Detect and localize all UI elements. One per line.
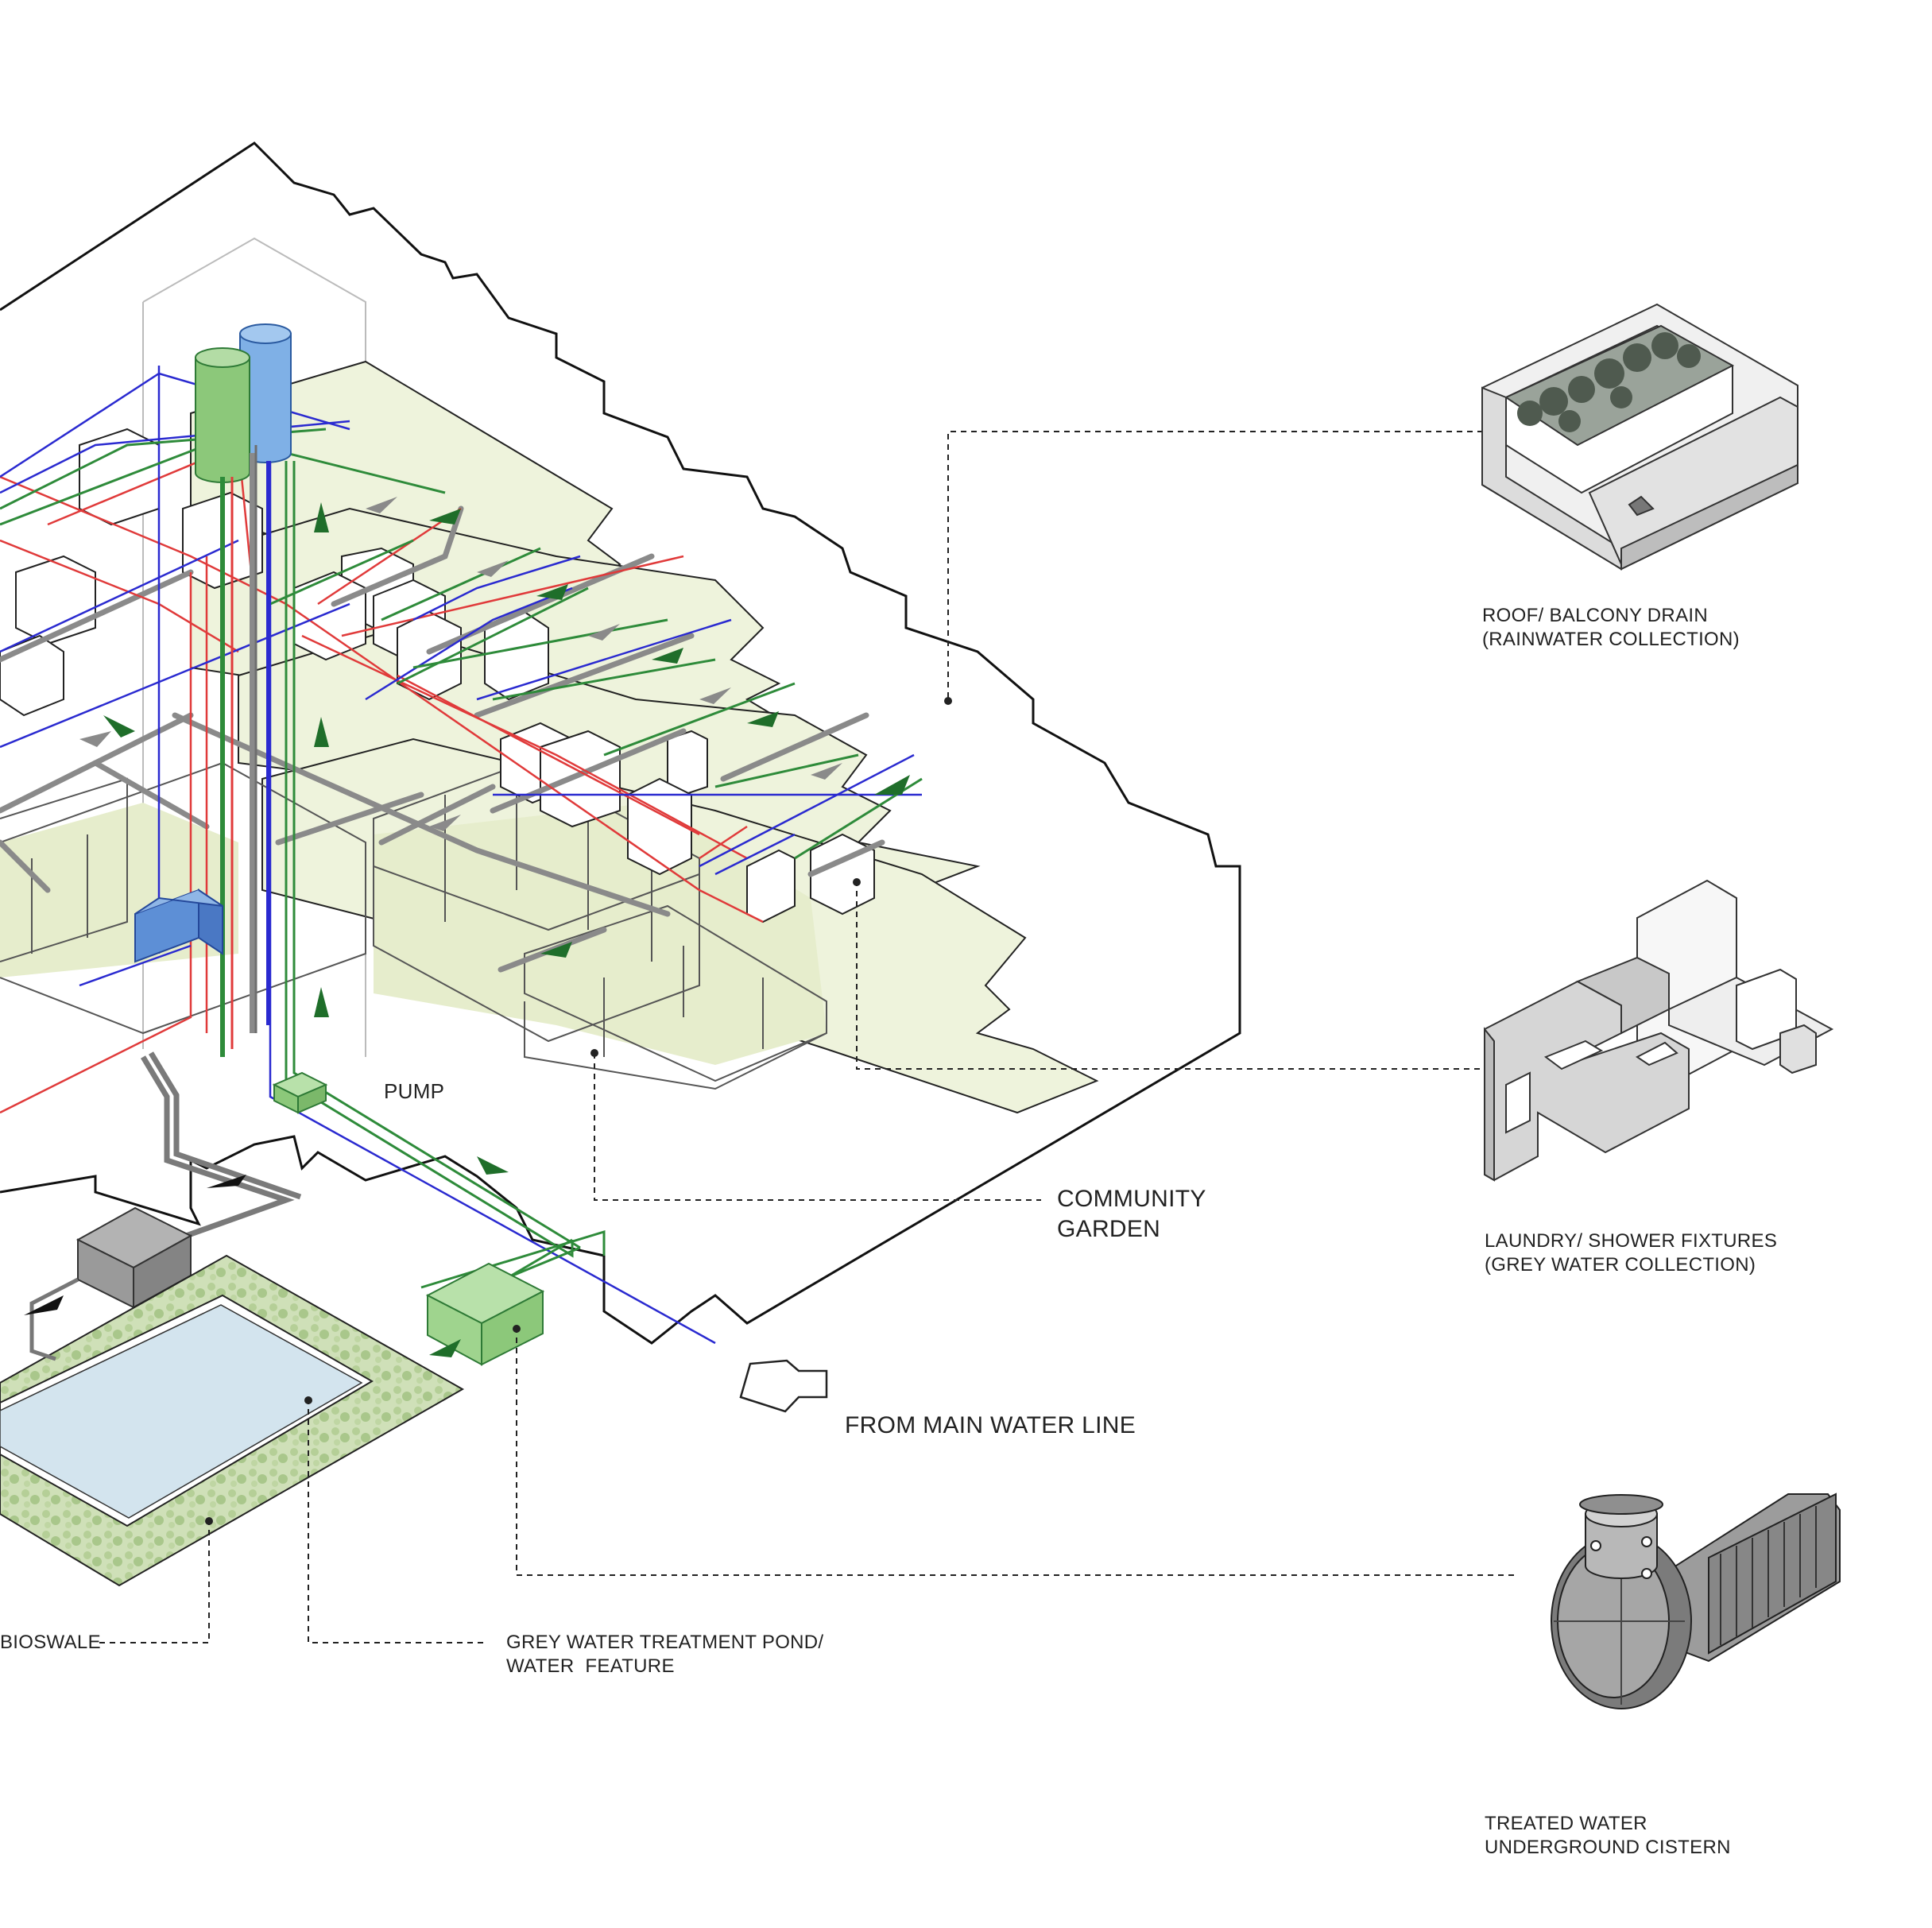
callout-dots bbox=[205, 697, 952, 1525]
rainwater-pipes bbox=[0, 428, 923, 1321]
grey-water-treatment-pond bbox=[0, 1294, 374, 1527]
laundry-label-line-2: (GREY WATER COLLECTION) bbox=[1485, 1254, 1756, 1276]
potable-collection-box bbox=[134, 889, 223, 963]
building-outline bbox=[0, 141, 1241, 1345]
roof-balcony-drain-label: ROOF/ BALCONY DRAIN (RAINWATER COLLECTIO… bbox=[1482, 604, 1740, 652]
laundry-shower-label: LAUNDRY/ SHOWER FIXTURES (GREY WATER COL… bbox=[1485, 1229, 1777, 1277]
bioswale-label: BIOSWALE bbox=[0, 1632, 101, 1653]
callout-leaders bbox=[97, 431, 1514, 1643]
community-garden-label-line-1: COMMUNITY bbox=[1057, 1186, 1206, 1212]
cistern-label-line-1: TREATED WATER bbox=[1485, 1813, 1647, 1834]
cistern-illustration bbox=[1551, 1492, 1841, 1709]
hot-water-pipes bbox=[0, 443, 764, 1114]
grey-flow-arrows bbox=[79, 497, 842, 831]
risers bbox=[220, 445, 271, 1057]
pond-label-line-1: GREY WATER TREATMENT POND/ bbox=[506, 1632, 824, 1653]
roof-drain-label-line-1: ROOF/ BALCONY DRAIN bbox=[1482, 605, 1708, 626]
drain-arrows bbox=[24, 1175, 246, 1315]
planter-foliage bbox=[1517, 332, 1701, 432]
main-water-line-label: FROM MAIN WATER LINE bbox=[845, 1412, 1136, 1438]
laundry-label-line-1: LAUNDRY/ SHOWER FIXTURES bbox=[1485, 1230, 1778, 1252]
main-drain bbox=[126, 1051, 302, 1243]
cistern-ribs bbox=[1720, 1506, 1817, 1645]
treatment-box bbox=[425, 1262, 545, 1366]
pond-label-line-2: WATER FEATURE bbox=[506, 1655, 675, 1677]
treatment-pond-label: GREY WATER TREATMENT POND/ WATER FEATURE bbox=[506, 1631, 823, 1678]
laundry-shower-illustration bbox=[1484, 879, 1834, 1182]
pump-unit bbox=[272, 1071, 328, 1114]
grey-water-tank bbox=[75, 1206, 193, 1309]
pump-label: PUMP bbox=[384, 1079, 445, 1103]
roof-balcony-illustration bbox=[1481, 303, 1798, 571]
main-water-line-arrow bbox=[739, 1359, 828, 1413]
roof-drain-label-line-2: (RAINWATER COLLECTION) bbox=[1482, 629, 1740, 650]
flow-arrows bbox=[103, 502, 910, 1357]
community-garden-label: COMMUNITY GARDEN bbox=[1057, 1184, 1206, 1244]
grey-drain-to-bioswale bbox=[29, 1277, 79, 1361]
community-garden-label-line-2: GARDEN bbox=[1057, 1215, 1161, 1242]
rainwater-tower bbox=[195, 347, 250, 483]
cistern-label-line-2: UNDERGROUND CISTERN bbox=[1485, 1837, 1731, 1858]
cistern-label: TREATED WATER UNDERGROUND CISTERN bbox=[1485, 1812, 1731, 1860]
